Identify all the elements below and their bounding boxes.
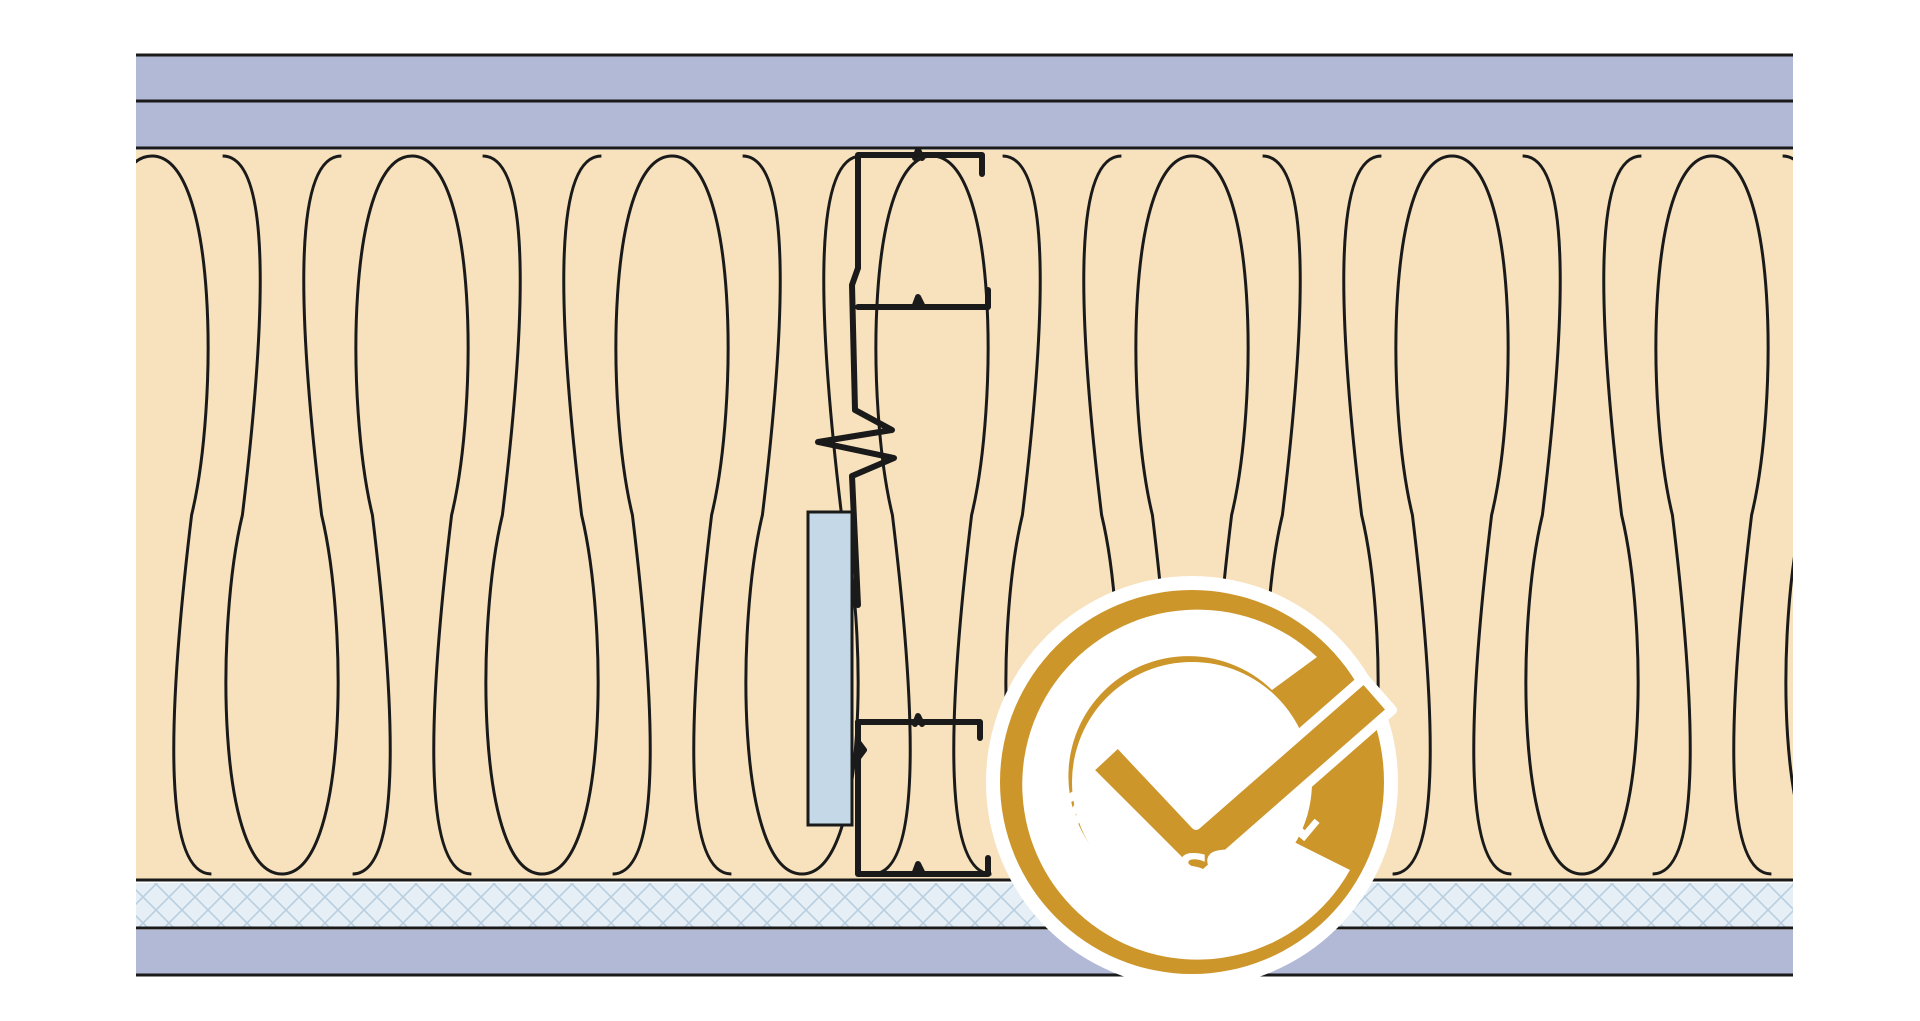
mesh-board-layer [136,883,1793,930]
insulation-batt [136,154,212,876]
plasterboard-layer-top-outer [136,54,1793,101]
insulation-batt [1782,154,1793,795]
insulation-batt [1392,154,1512,876]
mineral-wool-insulation [0,150,1793,882]
board-strip [806,510,854,827]
insulation-batt [0,156,81,874]
insulation-batt [222,154,342,876]
insulation-batt [612,154,732,876]
checkmark-icon [1083,673,1397,885]
insulation-batt [1522,154,1642,876]
steel-stud-profile [815,147,991,877]
insulation-batt [1652,154,1772,876]
plasterboard-layer-top-inner [136,101,1793,148]
insulation-batt [872,154,992,876]
insulation-batt [352,154,472,876]
plasterboard-layer-bottom [136,930,1793,977]
plasterboard-layer-top [136,53,1793,150]
insulation-batt [482,154,602,876]
